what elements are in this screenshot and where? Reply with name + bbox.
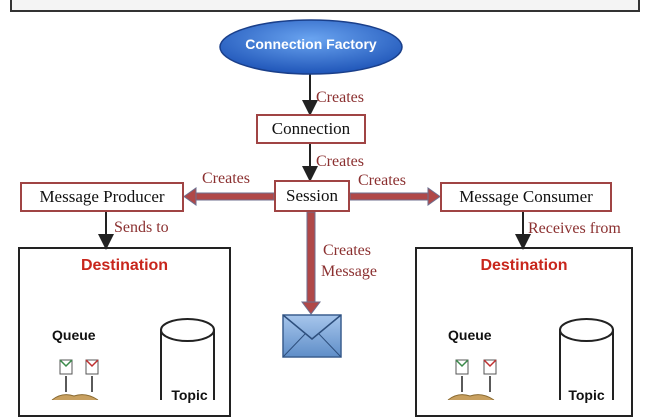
edge-label-producer-destination: Sends to [114,219,169,236]
edge-label-factory-connection: Creates [316,89,364,106]
edge-label-session-message-1: Creates [323,242,371,259]
connection-factory-ellipse [219,19,403,75]
diagram-graphics [51,19,614,400]
session-label: Session [286,186,338,205]
left-topic-label: Topic [171,387,208,403]
edge-session-consumer [349,187,441,206]
message-producer-label: Message Producer [39,187,165,206]
message-envelope-icon [282,314,342,358]
left-topic-cylinder-icon [160,318,215,400]
connection-factory-label: Connection Factory [245,36,377,52]
message-producer-node: Message Producer [20,182,184,212]
connection-factory-node: Connection Factory [220,36,402,52]
message-consumer-label: Message Consumer [459,187,593,206]
left-queue-messages-icon [51,359,99,400]
edge-label-consumer-destination: Receives from [528,220,621,237]
right-queue-messages-icon [447,359,497,400]
right-queue-label: Queue [448,327,492,343]
right-destination-panel: Destination Queue Topic [415,247,633,417]
right-topic-label: Topic [568,387,605,403]
edge-label-connection-session: Creates [316,153,364,170]
left-destination-panel: Destination Queue Topic [18,247,231,417]
edge-session-message [301,211,321,315]
edge-session-producer [183,187,275,206]
right-destination-title: Destination [480,257,568,274]
left-queue-label: Queue [52,327,96,343]
edge-label-session-consumer: Creates [358,172,406,189]
title-banner [10,0,640,12]
right-topic-cylinder-icon [559,318,614,400]
session-node: Session [274,180,350,212]
connection-node: Connection [256,114,366,144]
connection-label: Connection [271,119,351,138]
message-consumer-node: Message Consumer [440,182,612,212]
edge-label-session-producer: Creates [202,170,250,187]
left-destination-title: Destination [80,257,169,274]
edge-label-session-message-2: Message [321,263,377,280]
